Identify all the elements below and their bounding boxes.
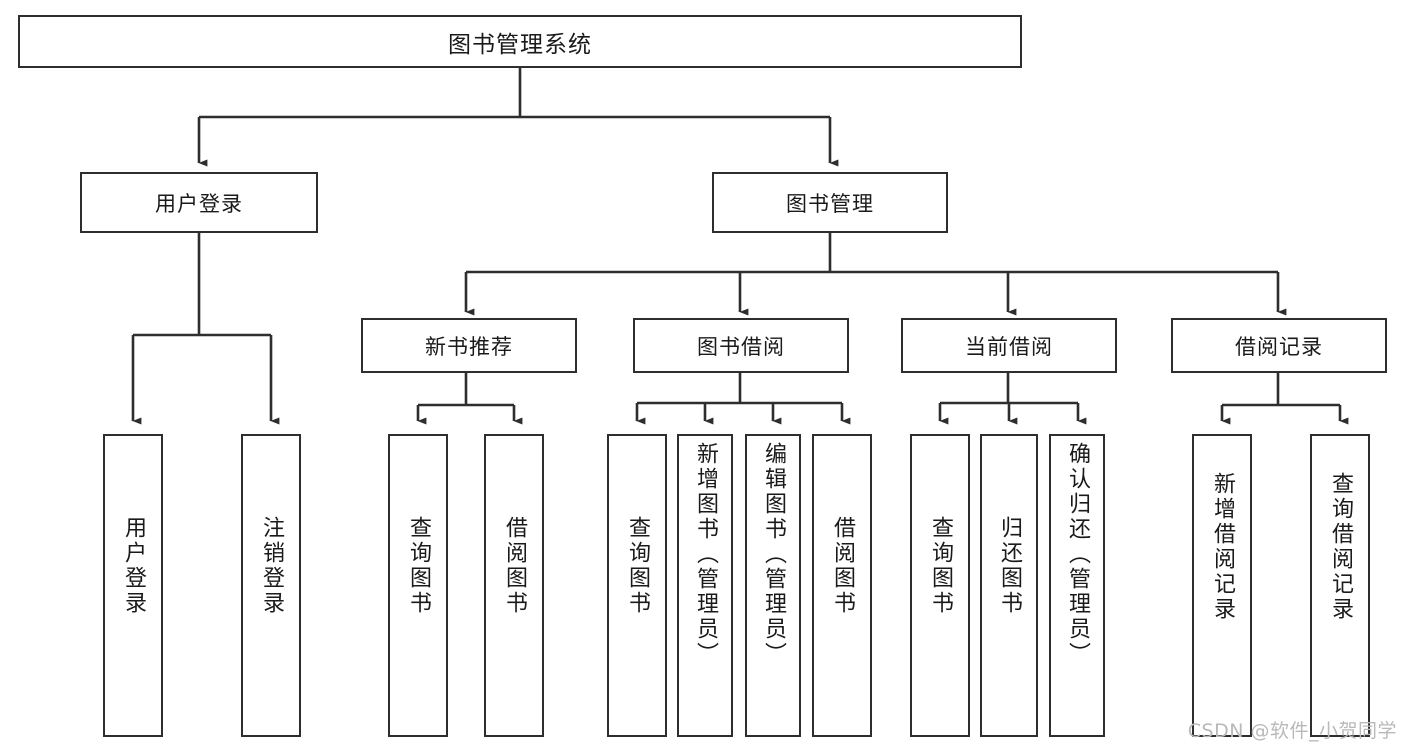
node-book-manage-label: 图书管理 xyxy=(786,191,874,216)
node-root[interactable]: 图书管理系统 xyxy=(18,15,1022,68)
leaf-borrow-query-book[interactable]: 查询图书 xyxy=(607,434,667,737)
leaf-record-add[interactable]: 新增借阅记录 xyxy=(1192,434,1252,737)
leaf-current-query-book-label: 查询图书 xyxy=(928,516,953,616)
node-current-borrow[interactable]: 当前借阅 xyxy=(901,318,1117,373)
leaf-new-book-query-label: 查询图书 xyxy=(406,516,431,616)
leaf-current-query-book[interactable]: 查询图书 xyxy=(910,434,970,737)
leaf-borrow-borrow-book[interactable]: 借阅图书 xyxy=(812,434,872,737)
leaf-current-confirm-return-label: 确认归还（管理员） xyxy=(1065,442,1090,667)
node-borrow-record[interactable]: 借阅记录 xyxy=(1171,318,1387,373)
leaf-current-return-book-label: 归还图书 xyxy=(997,516,1022,616)
node-borrow-record-label: 借阅记录 xyxy=(1235,334,1323,359)
node-current-borrow-label: 当前借阅 xyxy=(965,334,1053,359)
node-new-book-recommend-label: 新书推荐 xyxy=(425,334,513,359)
node-user-login-label: 用户登录 xyxy=(155,191,243,216)
leaf-borrow-query-book-label: 查询图书 xyxy=(625,516,650,616)
node-new-book-recommend[interactable]: 新书推荐 xyxy=(361,318,577,373)
leaf-current-return-book[interactable]: 归还图书 xyxy=(980,434,1038,737)
leaf-user-login-logout-label: 注销登录 xyxy=(259,516,284,616)
node-root-label: 图书管理系统 xyxy=(448,31,592,58)
leaf-current-confirm-return[interactable]: 确认归还（管理员） xyxy=(1049,434,1105,737)
leaf-borrow-add-book-label: 新增图书（管理员） xyxy=(693,442,718,667)
leaf-borrow-add-book[interactable]: 新增图书（管理员） xyxy=(677,434,733,737)
leaf-borrow-borrow-book-label: 借阅图书 xyxy=(830,516,855,616)
leaf-user-login-login-label: 用户登录 xyxy=(121,516,146,616)
leaf-record-add-label: 新增借阅记录 xyxy=(1210,472,1235,622)
leaf-borrow-edit-book[interactable]: 编辑图书（管理员） xyxy=(745,434,801,737)
leaf-new-book-borrow[interactable]: 借阅图书 xyxy=(484,434,544,737)
leaf-record-query[interactable]: 查询借阅记录 xyxy=(1310,434,1370,737)
node-book-manage[interactable]: 图书管理 xyxy=(712,172,948,233)
leaf-borrow-edit-book-label: 编辑图书（管理员） xyxy=(761,442,786,667)
leaf-new-book-borrow-label: 借阅图书 xyxy=(502,516,527,616)
node-book-borrow-label: 图书借阅 xyxy=(697,334,785,359)
node-user-login[interactable]: 用户登录 xyxy=(80,172,318,233)
watermark: CSDN @软件_小贺同学 xyxy=(1187,720,1397,742)
node-book-borrow[interactable]: 图书借阅 xyxy=(633,318,849,373)
leaf-record-query-label: 查询借阅记录 xyxy=(1328,472,1353,622)
leaf-user-login-login[interactable]: 用户登录 xyxy=(103,434,163,737)
leaf-new-book-query[interactable]: 查询图书 xyxy=(388,434,448,737)
leaf-user-login-logout[interactable]: 注销登录 xyxy=(241,434,301,737)
